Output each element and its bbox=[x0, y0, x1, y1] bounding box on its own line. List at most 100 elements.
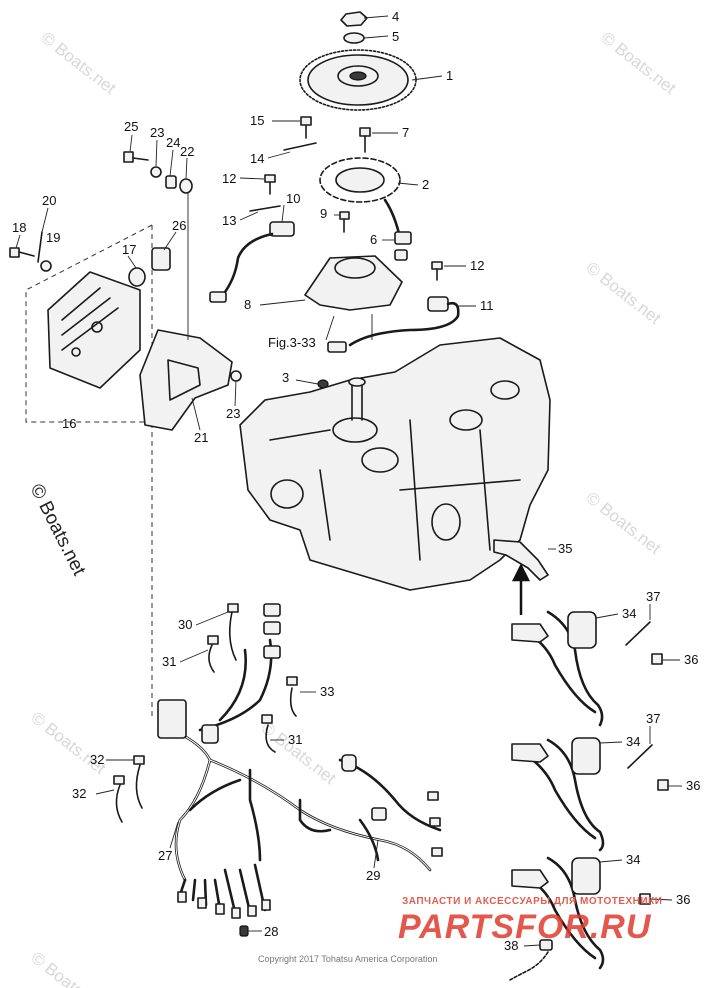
engine-ribs bbox=[269, 419, 521, 561]
callout-14: 14 bbox=[250, 151, 264, 166]
cable-band-31b bbox=[265, 724, 276, 753]
plug-cap-3 bbox=[511, 869, 549, 889]
harness-connector bbox=[263, 621, 281, 635]
coil-bolt-37a bbox=[625, 621, 651, 646]
cdi-group-dashed-box bbox=[25, 224, 153, 423]
leader-13 bbox=[239, 211, 259, 221]
faint-watermark: © Boats.net bbox=[38, 28, 120, 98]
leader-25 bbox=[129, 134, 133, 153]
leader-32b bbox=[95, 789, 115, 795]
leader-22 bbox=[185, 157, 188, 179]
callout-10: 10 bbox=[286, 191, 300, 206]
charge-coil-lead bbox=[348, 301, 460, 347]
leader-36c bbox=[649, 898, 673, 901]
callout-36: 36 bbox=[684, 652, 698, 667]
flywheel-assembly bbox=[209, 11, 460, 389]
harness-terminal bbox=[431, 847, 443, 857]
main-connector bbox=[157, 699, 187, 739]
pulser-connector bbox=[209, 291, 227, 303]
harness-connector bbox=[263, 603, 281, 617]
cdi-unit-ribs bbox=[61, 287, 119, 351]
leader-21 bbox=[191, 397, 201, 431]
harness-main-highlight bbox=[159, 724, 431, 881]
assembly-arrowhead bbox=[511, 563, 531, 582]
screw-grommet bbox=[179, 178, 193, 194]
bracket-washer bbox=[230, 370, 242, 382]
callout-34-b: 34 bbox=[626, 734, 640, 749]
callout-31: 31 bbox=[162, 654, 176, 669]
ignition-coil-2 bbox=[571, 737, 601, 775]
collar bbox=[151, 247, 171, 271]
partsfor-tagline: ЗАПЧАСТИ И АКСЕССУАРЫ ДЛЯ МОТОТЕХНИКИ bbox=[402, 896, 662, 907]
partsfor-logo: PARTSFOR.RU bbox=[398, 908, 652, 946]
callout-36-b: 36 bbox=[686, 778, 700, 793]
leader-18 bbox=[15, 234, 21, 249]
callout-12: 12 bbox=[222, 171, 236, 186]
flywheel-ring-gear bbox=[299, 49, 417, 111]
callout-30: 30 bbox=[178, 617, 192, 632]
retaining-chain bbox=[509, 951, 549, 981]
harness-terminal bbox=[247, 905, 257, 917]
callout-2: 2 bbox=[422, 177, 429, 192]
harness-leads bbox=[178, 863, 267, 914]
coil-screw-36a bbox=[651, 653, 663, 665]
cable-band-33 bbox=[289, 687, 297, 717]
base-plate-bore bbox=[334, 257, 376, 279]
cable-band-31b-head bbox=[261, 714, 273, 724]
stator-connector bbox=[394, 231, 412, 245]
harness-terminal bbox=[177, 891, 187, 903]
ignition-coil-3 bbox=[571, 857, 601, 895]
callout-23: 23 bbox=[150, 125, 164, 140]
ignition-coils bbox=[493, 539, 669, 981]
cable-band-31a-head bbox=[207, 635, 219, 645]
cable-band-32b bbox=[115, 784, 123, 823]
callout-22: 22 bbox=[180, 144, 194, 159]
cdi-washer bbox=[40, 260, 52, 272]
copyright-text: Copyright 2017 Tohatsu America Corporati… bbox=[258, 954, 437, 964]
harness-terminal bbox=[231, 907, 241, 919]
coil-screw-head bbox=[431, 261, 443, 270]
magneto-base-plate bbox=[304, 255, 403, 311]
callout-32-b: 32 bbox=[72, 786, 86, 801]
callout-21: 21 bbox=[194, 430, 208, 445]
stator-core bbox=[335, 167, 385, 193]
flywheel-washer bbox=[343, 32, 365, 44]
leader-8 bbox=[259, 299, 306, 306]
leader-38 bbox=[523, 944, 541, 947]
screw-washer bbox=[150, 166, 162, 178]
callout-17: 17 bbox=[122, 242, 136, 257]
callout-33: 33 bbox=[320, 684, 334, 699]
callout-35: 35 bbox=[558, 541, 572, 556]
callout-34-c: 34 bbox=[626, 852, 640, 867]
charge-coil-connector bbox=[327, 341, 347, 353]
leader-29 bbox=[373, 839, 379, 869]
faint-watermark: © Boats.net bbox=[258, 718, 340, 788]
callout-31-b: 31 bbox=[288, 732, 302, 747]
cdi-mount-hole bbox=[91, 321, 103, 333]
flywheel-nut bbox=[340, 11, 368, 27]
callout-7: 7 bbox=[402, 125, 409, 140]
pulser-strap bbox=[283, 142, 317, 151]
harness-plug bbox=[341, 754, 357, 772]
leader-10 bbox=[281, 204, 285, 223]
pulser-coil bbox=[269, 221, 295, 237]
wiring-harness bbox=[113, 603, 443, 937]
leader-2 bbox=[397, 182, 419, 186]
leader-34c bbox=[599, 859, 623, 863]
pulser-clamp bbox=[249, 205, 281, 212]
cdi-group bbox=[9, 151, 242, 720]
callout-12-b: 12 bbox=[470, 258, 484, 273]
callout-9: 9 bbox=[320, 206, 327, 221]
callout-37-b: 37 bbox=[646, 711, 660, 726]
engine-block-outline bbox=[239, 337, 551, 591]
leader-26 bbox=[163, 231, 177, 251]
leader-27 bbox=[169, 821, 179, 849]
callout-23-b: 23 bbox=[226, 406, 240, 421]
callout-8: 8 bbox=[244, 297, 251, 312]
harness-terminal bbox=[261, 899, 271, 911]
spark-plug-cap bbox=[493, 539, 549, 581]
faint-watermark: © Boats.net bbox=[583, 488, 665, 558]
leader-30 bbox=[195, 611, 229, 626]
leader-5 bbox=[363, 35, 389, 39]
